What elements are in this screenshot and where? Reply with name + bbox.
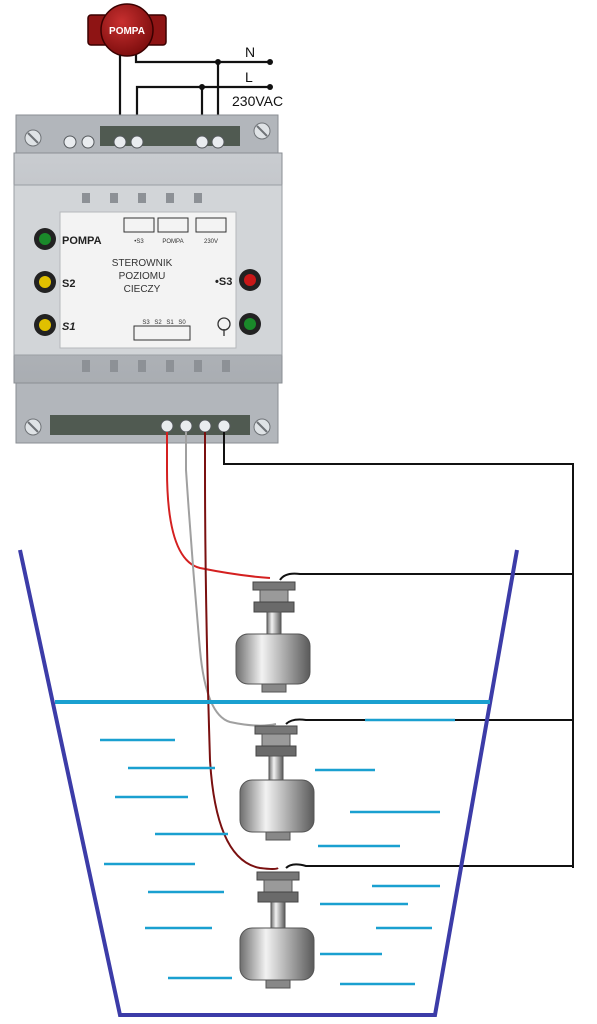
wire-mid-sensor-common bbox=[285, 718, 573, 725]
bottom-schematic-s3: S3 bbox=[142, 320, 150, 326]
terminal-schematic-top bbox=[123, 217, 227, 233]
title-line-2: POZIOMU bbox=[119, 271, 166, 282]
schematic-label-s3: •S3 bbox=[134, 239, 144, 245]
l-terminal-dot bbox=[267, 84, 273, 90]
float-switch-top bbox=[235, 581, 311, 693]
led-s3 bbox=[239, 269, 261, 291]
controller-unit: •S3 POMPA 230V STEROWNIK POZIOMU CIECZY … bbox=[13, 114, 283, 444]
l-label: L bbox=[245, 69, 253, 85]
screw-bottom-left bbox=[24, 418, 42, 436]
led-label-pompa: POMPA bbox=[62, 235, 102, 247]
led-pompa bbox=[34, 228, 56, 250]
top-vents bbox=[82, 193, 202, 203]
n-label: N bbox=[245, 44, 255, 60]
bottom-schematic-s1: S1 bbox=[166, 320, 174, 326]
screw-bottom-right bbox=[253, 418, 271, 436]
title-line-3: CIECZY bbox=[124, 284, 161, 295]
wire-top-sensor-red bbox=[166, 432, 271, 579]
power-icon bbox=[217, 317, 231, 336]
n-terminal-dot bbox=[267, 59, 273, 65]
tank bbox=[18, 549, 519, 1017]
screw-top-left bbox=[24, 129, 42, 147]
wire-common-black bbox=[223, 432, 574, 868]
sensor-wiring bbox=[166, 432, 574, 870]
voltage-label: 230VAC bbox=[232, 93, 283, 109]
pump-label: POMPA bbox=[109, 26, 145, 37]
pump-motor bbox=[100, 3, 154, 57]
led-power bbox=[239, 313, 261, 335]
title-line-1: STEROWNIK bbox=[112, 258, 173, 269]
led-label-s1: S1 bbox=[62, 321, 75, 333]
screw-top-right bbox=[253, 122, 271, 140]
bottom-schematic-s0: S0 bbox=[178, 320, 186, 326]
wire-bottom-sensor-common bbox=[285, 863, 573, 869]
pump: POMPA bbox=[87, 3, 167, 57]
wire-mid-sensor-gray bbox=[185, 432, 277, 727]
schematic-label-pompa: POMPA bbox=[162, 239, 183, 245]
tank-outline bbox=[18, 549, 519, 1017]
led-label-s2: S2 bbox=[62, 278, 75, 290]
float-switch-middle bbox=[239, 725, 315, 841]
led-label-s3: •S3 bbox=[215, 276, 232, 288]
led-s1 bbox=[34, 314, 56, 336]
l-junction-dot bbox=[199, 84, 205, 90]
top-terminal-screws bbox=[63, 135, 225, 149]
bottom-schematic-s2: S2 bbox=[154, 320, 162, 326]
wire-top-sensor-common bbox=[279, 572, 573, 581]
led-s2 bbox=[34, 271, 56, 293]
bottom-terminal-screws bbox=[160, 419, 231, 433]
label-plate bbox=[59, 211, 237, 349]
float-switch-bottom bbox=[239, 871, 315, 989]
terminal-schematic-bottom bbox=[133, 325, 191, 341]
n-junction-dot bbox=[215, 59, 221, 65]
water-ripples bbox=[100, 718, 455, 986]
bottom-vents bbox=[82, 360, 230, 372]
schematic-label-mains: 230V bbox=[204, 239, 218, 245]
